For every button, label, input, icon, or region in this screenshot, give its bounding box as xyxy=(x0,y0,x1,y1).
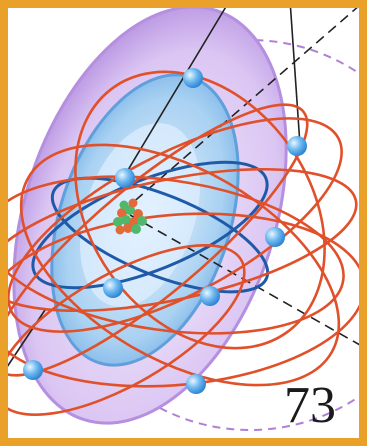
electron xyxy=(183,68,203,88)
electron xyxy=(186,374,206,394)
electron xyxy=(200,286,220,306)
page-number: 73 xyxy=(284,377,336,434)
electron xyxy=(23,360,43,380)
electron xyxy=(115,168,135,188)
electron xyxy=(103,278,123,298)
electron xyxy=(287,136,307,156)
electron xyxy=(265,227,285,247)
